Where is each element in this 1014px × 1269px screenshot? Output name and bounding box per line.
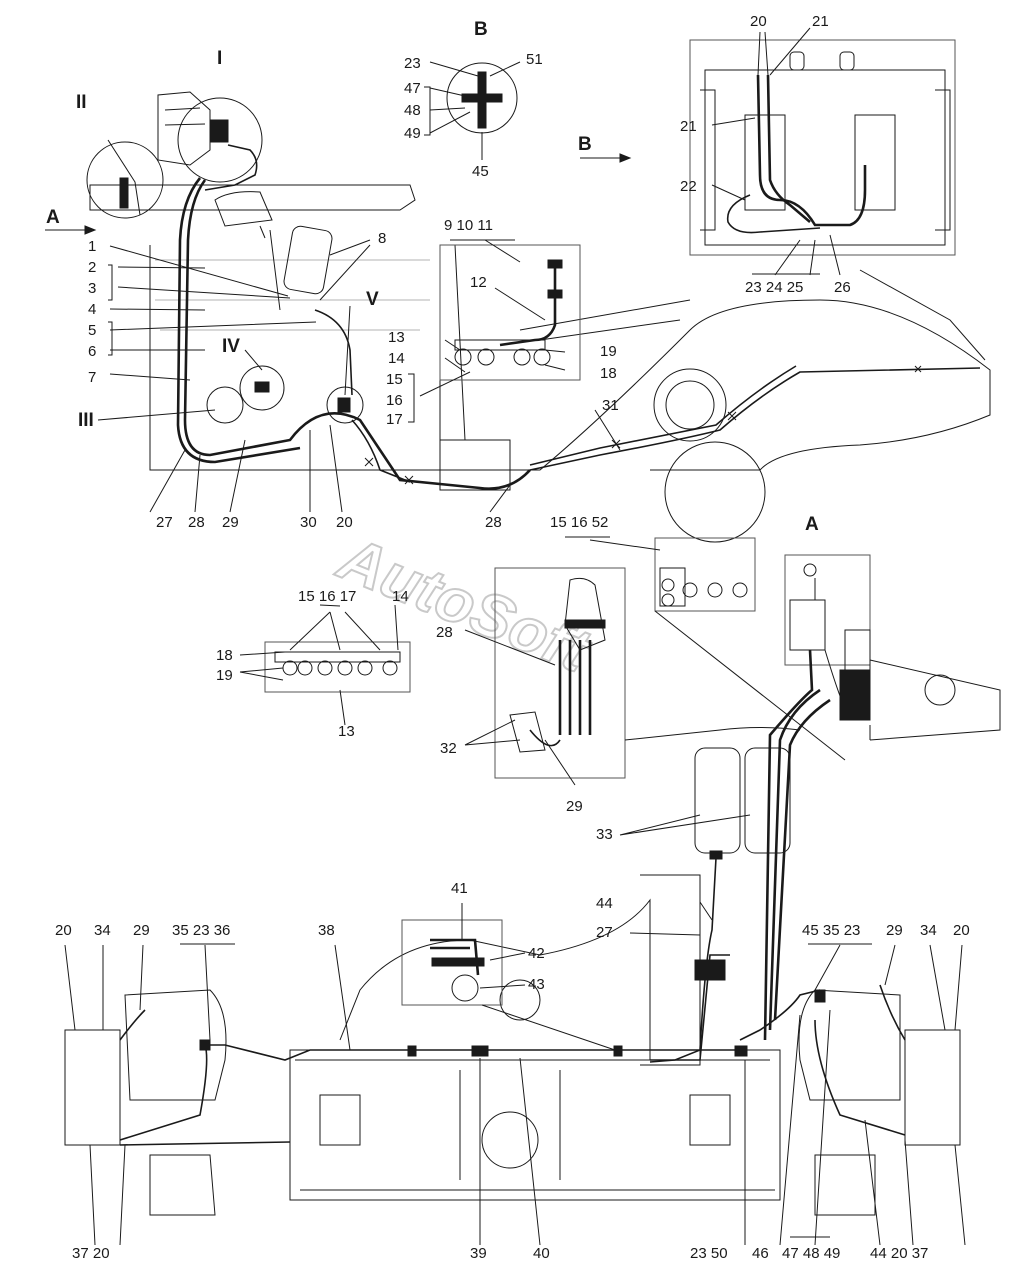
pedal-valve-detail-box bbox=[464, 567, 801, 786]
callout-34-left: 34 bbox=[94, 922, 111, 939]
callout-46: 46 bbox=[752, 1245, 769, 1262]
callout-35-23-36: 35 23 36 bbox=[172, 922, 230, 939]
callout-1: 1 bbox=[88, 238, 96, 255]
callout-38: 38 bbox=[318, 922, 335, 939]
callout-28-mid: 28 bbox=[485, 514, 502, 531]
callout-2: 2 bbox=[88, 259, 96, 276]
callout-47-48-49: 47 48 49 bbox=[782, 1245, 840, 1262]
callout-3: 3 bbox=[88, 280, 96, 297]
callout-20-lower-left: 20 bbox=[55, 922, 72, 939]
callout-15-16-17: 15 16 17 bbox=[298, 588, 356, 605]
callout-29-detail: 29 bbox=[566, 798, 583, 815]
callout-21-top: 21 bbox=[812, 13, 829, 30]
callout-15-upper: 15 bbox=[386, 371, 403, 388]
callout-12: 12 bbox=[470, 274, 487, 291]
clamp-detail-box-right bbox=[565, 536, 846, 761]
callout-19-upper: 19 bbox=[600, 343, 617, 360]
callout-45-35-23: 45 35 23 bbox=[802, 922, 860, 939]
callout-21-side: 21 bbox=[680, 118, 697, 135]
callout-16-upper: 16 bbox=[386, 392, 403, 409]
callout-34-right: 34 bbox=[920, 922, 937, 939]
callout-41: 41 bbox=[451, 880, 468, 897]
callout-14-upper: 14 bbox=[388, 350, 405, 367]
callout-28-upper: 28 bbox=[188, 514, 205, 531]
callout-29-lower-left: 29 bbox=[133, 922, 150, 939]
callout-4: 4 bbox=[88, 301, 96, 318]
callout-13-upper: 13 bbox=[388, 329, 405, 346]
callout-8: 8 bbox=[378, 230, 386, 247]
upper-side-view-drawing bbox=[45, 91, 991, 543]
callout-18-mid: 18 bbox=[216, 647, 233, 664]
callout-43: 43 bbox=[528, 976, 545, 993]
callout-20-upper: 20 bbox=[336, 514, 353, 531]
callout-29-lower-right: 29 bbox=[886, 922, 903, 939]
callout-13-mid: 13 bbox=[338, 723, 355, 740]
callout-9-10-11: 9 10 11 bbox=[444, 217, 493, 234]
view-label-A-detail: A bbox=[805, 514, 819, 535]
callout-20-lower-right: 20 bbox=[953, 922, 970, 939]
callout-22: 22 bbox=[680, 178, 697, 195]
callout-44-20-37: 44 20 37 bbox=[870, 1245, 928, 1262]
view-b-fitting-detail bbox=[429, 61, 521, 160]
view-label-I: I bbox=[217, 48, 222, 69]
clamp-detail-box-lower bbox=[401, 903, 616, 1051]
clamp-detail-box-upper bbox=[419, 239, 581, 397]
callout-48-b: 48 bbox=[404, 102, 421, 119]
view-label-V: V bbox=[366, 289, 379, 310]
callout-31: 31 bbox=[602, 397, 619, 414]
callout-45-b: 45 bbox=[472, 163, 489, 180]
callout-47-b: 47 bbox=[404, 80, 421, 97]
callout-29-upper: 29 bbox=[222, 514, 239, 531]
view-label-III: III bbox=[78, 410, 94, 431]
view-label-IV: IV bbox=[222, 336, 240, 357]
callout-27-mid: 27 bbox=[596, 924, 613, 941]
callout-42: 42 bbox=[528, 945, 545, 962]
callout-51: 51 bbox=[526, 51, 543, 68]
callout-26: 26 bbox=[834, 279, 851, 296]
callout-19-mid: 19 bbox=[216, 667, 233, 684]
callout-7: 7 bbox=[88, 369, 96, 386]
callout-28-detail: 28 bbox=[436, 624, 453, 641]
callout-44-mid: 44 bbox=[596, 895, 613, 912]
callout-23-50: 23 50 bbox=[690, 1245, 728, 1262]
callout-32: 32 bbox=[440, 740, 457, 757]
callout-14-mid: 14 bbox=[392, 588, 409, 605]
callout-27-upper: 27 bbox=[156, 514, 173, 531]
callout-5: 5 bbox=[88, 322, 96, 339]
view-label-B-top: B bbox=[474, 19, 488, 40]
view-label-A-top: A bbox=[46, 207, 60, 228]
view-label-II: II bbox=[76, 92, 87, 113]
callout-18-upper: 18 bbox=[600, 365, 617, 382]
view-label-B-arrow: B bbox=[578, 134, 592, 155]
callout-6: 6 bbox=[88, 343, 96, 360]
callout-labels: I II A B B V IV III A 1 2 3 4 5 6 7 8 9 … bbox=[46, 13, 970, 1262]
callout-40: 40 bbox=[533, 1245, 550, 1262]
callout-30: 30 bbox=[300, 514, 317, 531]
callout-33: 33 bbox=[596, 826, 613, 843]
view-a-valve-and-tanks bbox=[619, 554, 1001, 1063]
callout-37-20: 37 20 bbox=[72, 1245, 110, 1262]
callout-49-b: 49 bbox=[404, 125, 421, 142]
view-b-right-box bbox=[580, 27, 986, 361]
callout-23-24-25: 23 24 25 bbox=[745, 279, 803, 296]
clamp-detail-box-left bbox=[239, 604, 411, 726]
callout-20-b: 20 bbox=[750, 13, 767, 30]
callout-23-b: 23 bbox=[404, 55, 421, 72]
callout-39: 39 bbox=[470, 1245, 487, 1262]
lower-axle-view-drawing bbox=[64, 874, 966, 1246]
callout-15-16-52: 15 16 52 bbox=[550, 514, 608, 531]
callout-17-upper: 17 bbox=[386, 411, 403, 428]
